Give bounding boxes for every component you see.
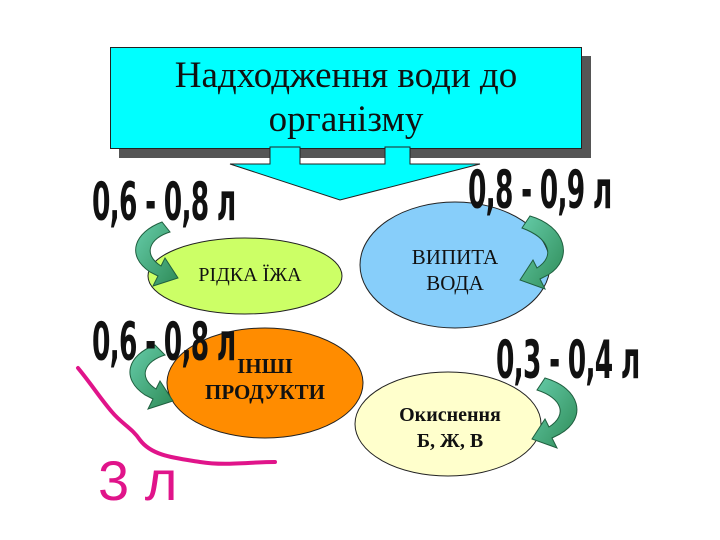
amount-drinking-water: 0,8 - 0,9 л [468,160,612,222]
curved-arrow-drinking-water [519,215,564,290]
label-other-products: ІНШІ ПРОДУКТИ [204,354,325,404]
oxidation-ellipse [354,371,542,477]
label-drinking-water: ВИПИТА ВОДА [411,245,499,295]
liquid-food-ellipse [147,237,343,315]
label-liquid-food: РІДКА ЇЖА [198,264,302,286]
label-oxidation: Окиснення Б, Ж, В [399,404,501,452]
down-arrow [229,146,481,201]
total-amount: 3 л [98,449,178,512]
curved-arrow-oxidation [531,377,578,449]
amount-liquid-food: 0,6 - 0,8 л [92,172,236,234]
title-box: Надходження води до організму [110,47,582,149]
diagram-title: Надходження води до організму [174,55,518,140]
amount-other-products: 0,6 - 0,8 л [92,312,236,374]
curved-arrow-other-products [129,344,174,410]
handwritten-bracket [76,366,277,466]
amount-oxidation: 0,3 - 0,4 л [496,330,640,392]
curved-arrow-liquid-food [135,221,179,287]
other-products-ellipse [166,327,364,439]
